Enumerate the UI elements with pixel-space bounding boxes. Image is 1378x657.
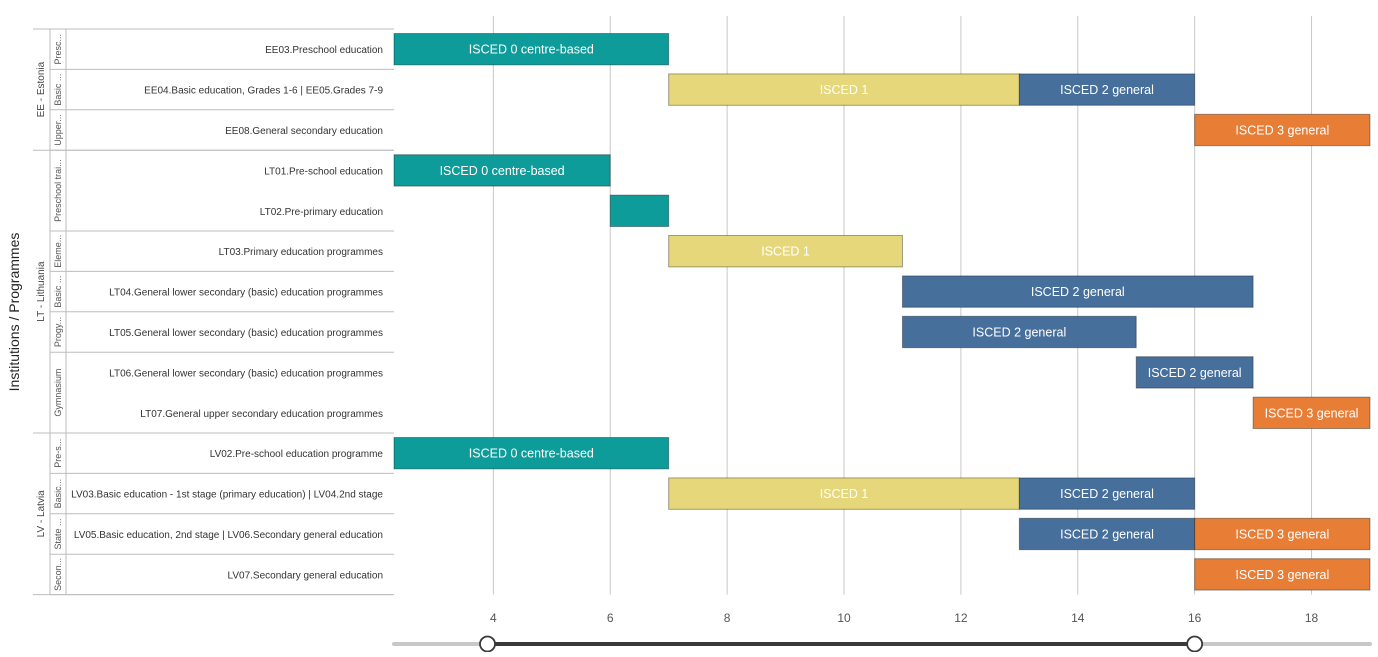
- country-label: EE - Estonia: [36, 61, 47, 117]
- institution-label: Pre-s...: [53, 439, 63, 468]
- slider-min-handle[interactable]: [479, 635, 496, 653]
- bar-label: ISCED 2 general: [1060, 487, 1154, 501]
- programme-label: LV05.Basic education, 2nd stage | LV06.S…: [74, 530, 383, 541]
- institution-label: Preschool trai...: [53, 159, 63, 222]
- bar-label: ISCED 2 general: [1148, 366, 1242, 380]
- bar: [668, 73, 1020, 106]
- x-axis: 4 6 8 10 12 14 16 18: [490, 611, 1319, 625]
- bar: [1252, 396, 1371, 430]
- programme-label: LV03.Basic education - 1st stage (primar…: [71, 490, 383, 501]
- programme-label: LV02.Pre-school education programme: [210, 449, 384, 460]
- country-label: LV - Latvia: [36, 490, 47, 537]
- bar-label: ISCED 2 general: [1031, 285, 1125, 299]
- programme-label: LT05.General lower secondary (basic) edu…: [109, 328, 383, 339]
- bar-label: ISCED 1: [761, 245, 810, 259]
- bar-label: ISCED 3 general: [1235, 124, 1329, 138]
- institution-label: Presc...: [53, 34, 63, 65]
- bar-label: ISCED 2 general: [1060, 83, 1154, 97]
- slider-max-handle[interactable]: [1186, 635, 1204, 653]
- institution-label: State ...: [53, 518, 63, 549]
- institution-label: Gymnasium: [53, 369, 63, 417]
- bar: [609, 194, 670, 228]
- bar: [668, 477, 1020, 510]
- institution-label: Basic...: [53, 479, 63, 509]
- institution-label: Basic ...: [53, 276, 63, 308]
- x-tick-label: 6: [607, 611, 614, 625]
- x-tick-label: 10: [837, 611, 851, 625]
- programme-label: LT03.Primary education programmes: [219, 247, 383, 258]
- x-tick-label: 4: [490, 611, 497, 625]
- bar: [1194, 113, 1371, 147]
- bar-label: ISCED 0 centre-based: [469, 43, 594, 57]
- programme-label: EE04.Basic education, Grades 1-6 | EE05.…: [144, 86, 383, 97]
- institution-label: Secon...: [53, 558, 63, 591]
- category-axis: EE - Estonia LT - Lithuania LV - Latvia Pre…: [33, 28, 394, 596]
- x-tick-label: 14: [1071, 611, 1085, 625]
- country-label: LT - Lithuania: [36, 261, 47, 322]
- programme-label: LT06.General lower secondary (basic) edu…: [109, 368, 383, 379]
- bar-label: ISCED 3 general: [1235, 528, 1329, 542]
- bar-label: ISCED 1: [820, 83, 869, 97]
- range-slider[interactable]: [392, 635, 1372, 653]
- bar: [1018, 477, 1196, 510]
- bar-label: ISCED 0 centre-based: [440, 164, 565, 178]
- bar: [393, 437, 670, 470]
- bar: [1018, 73, 1196, 106]
- bar: [1194, 558, 1371, 591]
- bar: [1018, 517, 1196, 551]
- y-axis-title: Institutions / Programmes: [6, 233, 22, 392]
- x-tick-label: 8: [724, 611, 731, 625]
- bar-label: ISCED 0 centre-based: [469, 447, 594, 461]
- programme-label: LV07.Secondary general education: [228, 570, 383, 581]
- institution-label: Eleme...: [53, 235, 63, 268]
- programme-label: LT02.Pre-primary education: [260, 207, 383, 218]
- bar: [1194, 517, 1371, 551]
- x-tick-label: 12: [954, 611, 968, 625]
- institution-label: Basic ...: [53, 74, 63, 106]
- bar-label: ISCED 2 general: [972, 326, 1066, 340]
- programme-label: EE08.General secondary education: [225, 126, 383, 137]
- x-tick-label: 18: [1305, 611, 1319, 625]
- bar: [1135, 356, 1254, 389]
- programme-label: LT01.Pre-school education: [264, 166, 383, 177]
- bar-label: ISCED 1: [820, 487, 869, 501]
- bar: [901, 275, 1254, 308]
- bar: [901, 315, 1137, 349]
- x-tick-label: 16: [1188, 611, 1202, 625]
- institution-label: Progy...: [53, 317, 63, 347]
- bar-label: ISCED 3 general: [1265, 406, 1359, 420]
- bar: [668, 235, 903, 268]
- bar: [393, 33, 670, 66]
- institution-label: Upper...: [53, 114, 63, 146]
- programme-label: EE03.Preschool education: [265, 45, 383, 56]
- programme-label: LT07.General upper secondary education p…: [140, 409, 383, 420]
- programme-label: LT04.General lower secondary (basic) edu…: [109, 288, 383, 299]
- bar-label: ISCED 3 general: [1235, 568, 1329, 582]
- bar: [393, 154, 611, 187]
- bar-label: ISCED 2 general: [1060, 528, 1154, 542]
